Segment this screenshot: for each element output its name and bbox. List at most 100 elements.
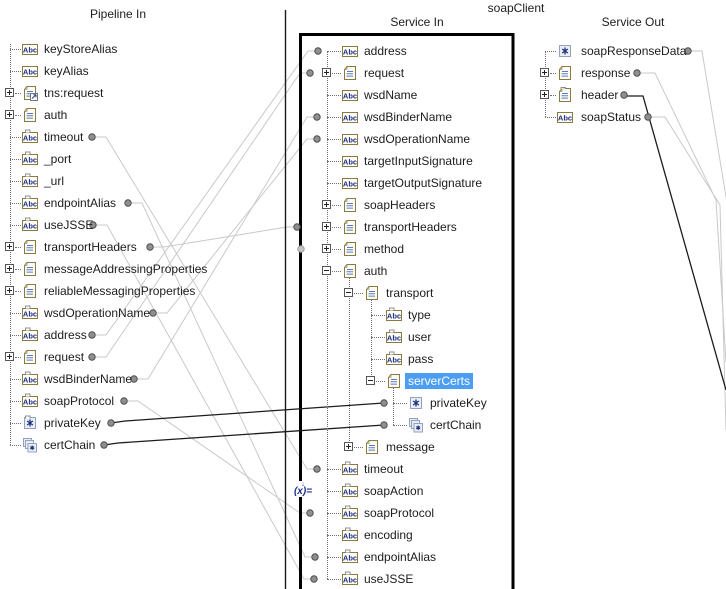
string-flap-icon: Abc	[386, 351, 402, 367]
tree-item-targetInputSignature[interactable]: targetInputSignature	[364, 154, 473, 168]
tree-stub	[327, 557, 341, 558]
tree-item-auth[interactable]: auth	[44, 108, 68, 122]
link-dot-wsdOperationName[interactable]	[313, 135, 321, 143]
tree-item-certChain[interactable]: certChain	[430, 418, 482, 432]
tree-item-auth[interactable]: auth	[364, 264, 388, 278]
tree-item-address[interactable]: address	[44, 328, 87, 342]
expand-toggle-auth[interactable]	[5, 110, 14, 119]
tree-item-header[interactable]: header	[581, 88, 619, 102]
tree-item-wsdOperationName[interactable]: wsdOperationName	[364, 132, 471, 146]
expand-toggle-messageAddressingProperties[interactable]	[5, 264, 14, 273]
tree-item-messageAddressingProperties[interactable]: messageAddressingProperties	[44, 262, 208, 276]
link-dot-timeout[interactable]	[88, 133, 96, 141]
link-dot-endpointAlias[interactable]	[311, 553, 319, 561]
tree-item-certChain[interactable]: certChain	[44, 438, 96, 452]
tree-item-transportHeaders[interactable]: transportHeaders	[44, 240, 137, 254]
tree-item-keyStoreAlias[interactable]: keyStoreAlias	[44, 42, 118, 56]
link-dot-method[interactable]	[297, 245, 305, 253]
tree-item-useJSSE[interactable]: useJSSE	[44, 218, 94, 232]
link-dot-transportHeaders[interactable]	[293, 223, 301, 231]
expand-toggle-auth[interactable]	[322, 266, 331, 275]
tree-item-serverCerts[interactable]: serverCerts	[405, 373, 474, 389]
tree-item-endpointAlias[interactable]: endpointAlias	[364, 550, 437, 564]
tree-stub	[354, 447, 363, 448]
expand-toggle-tns:request[interactable]	[5, 88, 14, 97]
tree-item-wsdBinderName[interactable]: wsdBinderName	[364, 110, 453, 124]
tree-stub	[15, 115, 21, 116]
tree-item-soapResponseData[interactable]: soapResponseData	[581, 44, 687, 58]
tree-item-soapStatus[interactable]: soapStatus	[581, 110, 642, 124]
tree-item-_url[interactable]: _url	[44, 174, 65, 188]
link-dot-endpointAlias[interactable]	[124, 199, 132, 207]
link-dot-soapStatus[interactable]	[644, 113, 652, 121]
link-dot-transportHeaders[interactable]	[146, 243, 154, 251]
tree-item-request[interactable]: request	[364, 66, 405, 80]
expand-toggle-request[interactable]	[322, 68, 331, 77]
expand-toggle-response[interactable]	[540, 68, 549, 77]
expand-toggle-transportHeaders[interactable]	[322, 222, 331, 231]
expand-toggle-transport[interactable]	[344, 288, 353, 297]
link-dot-header[interactable]	[620, 91, 628, 99]
link-dot-certChain[interactable]	[100, 441, 108, 449]
map-link-useJSSE-to-useJSSE	[93, 224, 314, 580]
link-dot-wsdBinderName[interactable]	[130, 375, 138, 383]
expand-toggle-method[interactable]	[322, 244, 331, 253]
tree-item-response[interactable]: response	[581, 66, 631, 80]
expand-toggle-soapHeaders[interactable]	[322, 200, 331, 209]
tree-item-timeout[interactable]: timeout	[44, 130, 84, 144]
link-dot-useJSSE[interactable]	[310, 575, 318, 583]
expand-toggle-message[interactable]	[344, 442, 353, 451]
link-dot-request[interactable]	[88, 353, 96, 361]
tree-item-tns:request[interactable]: tns:request	[44, 86, 104, 100]
link-dot-address[interactable]	[88, 331, 96, 339]
tree-item-wsdOperationName[interactable]: wsdOperationName	[44, 306, 151, 320]
tree-stub	[332, 271, 341, 272]
link-dot-privateKey[interactable]	[380, 399, 388, 407]
tree-item-soapProtocol[interactable]: soapProtocol	[44, 394, 115, 408]
tree-item-useJSSE[interactable]: useJSSE	[364, 572, 414, 586]
link-dot-response[interactable]	[633, 69, 641, 77]
expand-toggle-reliableMessagingProperties[interactable]	[5, 286, 14, 295]
link-dot-soapProtocol[interactable]	[306, 509, 314, 517]
link-dot-wsdOperationName[interactable]	[149, 309, 157, 317]
tree-item-endpointAlias[interactable]: endpointAlias	[44, 196, 117, 210]
link-dot-request[interactable]	[306, 69, 314, 77]
tree-item-transportHeaders[interactable]: transportHeaders	[364, 220, 457, 234]
tree-item-reliableMessagingProperties[interactable]: reliableMessagingProperties	[44, 284, 196, 298]
link-dot-address[interactable]	[314, 47, 322, 55]
tree-item-message[interactable]: message	[386, 440, 435, 454]
link-dot-wsdBinderName[interactable]	[313, 113, 321, 121]
doc-flap-icon	[557, 87, 573, 103]
tree-item-privateKey[interactable]: privateKey	[430, 396, 487, 410]
tree-item-address[interactable]: address	[364, 44, 407, 58]
expand-toggle-request[interactable]	[5, 352, 14, 361]
tree-item-timeout[interactable]: timeout	[364, 462, 404, 476]
expand-toggle-serverCerts[interactable]	[366, 376, 375, 385]
tree-item-soapAction[interactable]: soapAction	[364, 484, 424, 498]
tree-item-privateKey[interactable]: privateKey	[44, 416, 101, 430]
tree-item-wsdName[interactable]: wsdName	[364, 88, 418, 102]
link-dot-useJSSE[interactable]	[89, 221, 97, 229]
tree-item-encoding[interactable]: encoding	[364, 528, 413, 542]
tree-item-user[interactable]: user	[408, 330, 432, 344]
tree-item-transport[interactable]: transport	[386, 286, 434, 300]
object-list-icon	[408, 417, 424, 433]
expand-toggle-transportHeaders[interactable]	[5, 242, 14, 251]
tree-item-soapProtocol[interactable]: soapProtocol	[364, 506, 435, 520]
link-dot-timeout[interactable]	[313, 465, 321, 473]
link-dot-privateKey[interactable]	[107, 419, 115, 427]
expand-toggle-header[interactable]	[540, 90, 549, 99]
tree-item-soapHeaders[interactable]: soapHeaders	[364, 198, 436, 212]
tree-item-method[interactable]: method	[364, 242, 405, 256]
tree-item-keyAlias[interactable]: keyAlias	[44, 64, 89, 78]
tree-item-wsdBinderName[interactable]: wsdBinderName	[44, 372, 133, 386]
tree-item-targetOutputSignature[interactable]: targetOutputSignature	[364, 176, 483, 190]
tree-item-pass[interactable]: pass	[408, 352, 434, 366]
link-dot-soapProtocol[interactable]	[120, 397, 128, 405]
link-dot-soapResponseData[interactable]	[684, 47, 692, 55]
tree-item-request[interactable]: request	[44, 350, 85, 364]
tree-item-type[interactable]: type	[408, 308, 431, 322]
doc-icon	[342, 241, 358, 257]
tree-item-_port[interactable]: _port	[44, 152, 72, 166]
link-dot-certChain[interactable]	[380, 421, 388, 429]
